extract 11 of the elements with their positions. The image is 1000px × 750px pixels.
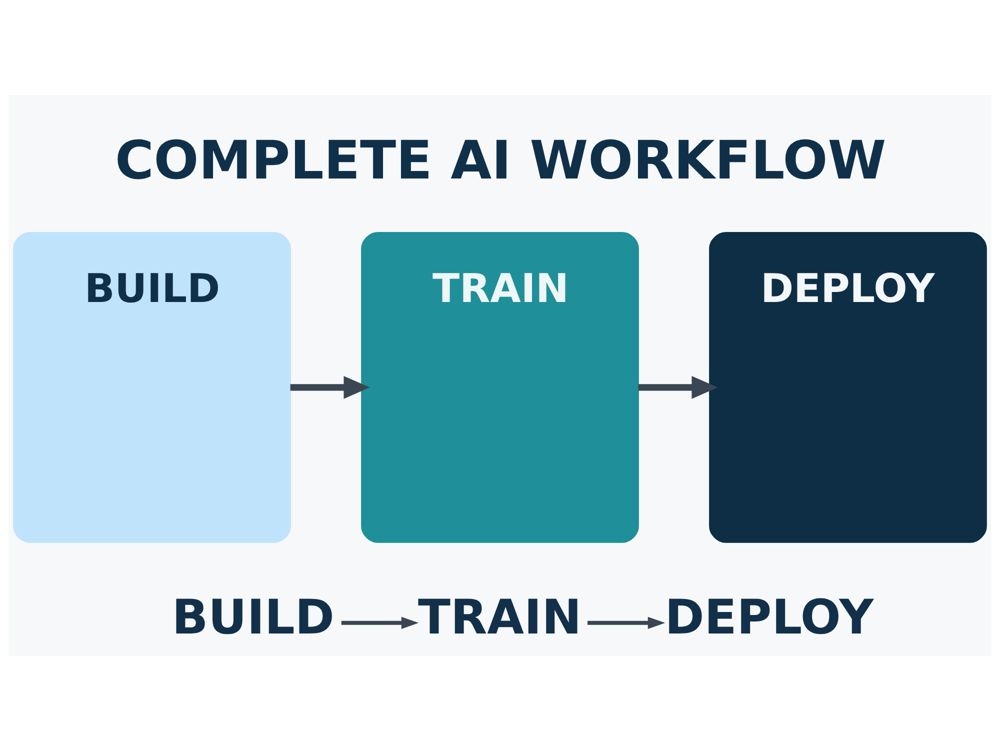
node-text: DEPLOY [664,590,874,645]
node-box: BUILD [13,231,291,542]
diagram-title: COMPLETE AI WORKFLOW [114,130,886,191]
arrow [290,375,370,398]
node-text: TRAIN [418,590,582,645]
node-box: DEPLOY [709,231,987,542]
arrow [341,616,419,628]
arrow [588,616,666,628]
node-box: TRAIN [361,231,639,542]
node-text: BUILD [172,590,334,645]
arrow [638,375,718,398]
